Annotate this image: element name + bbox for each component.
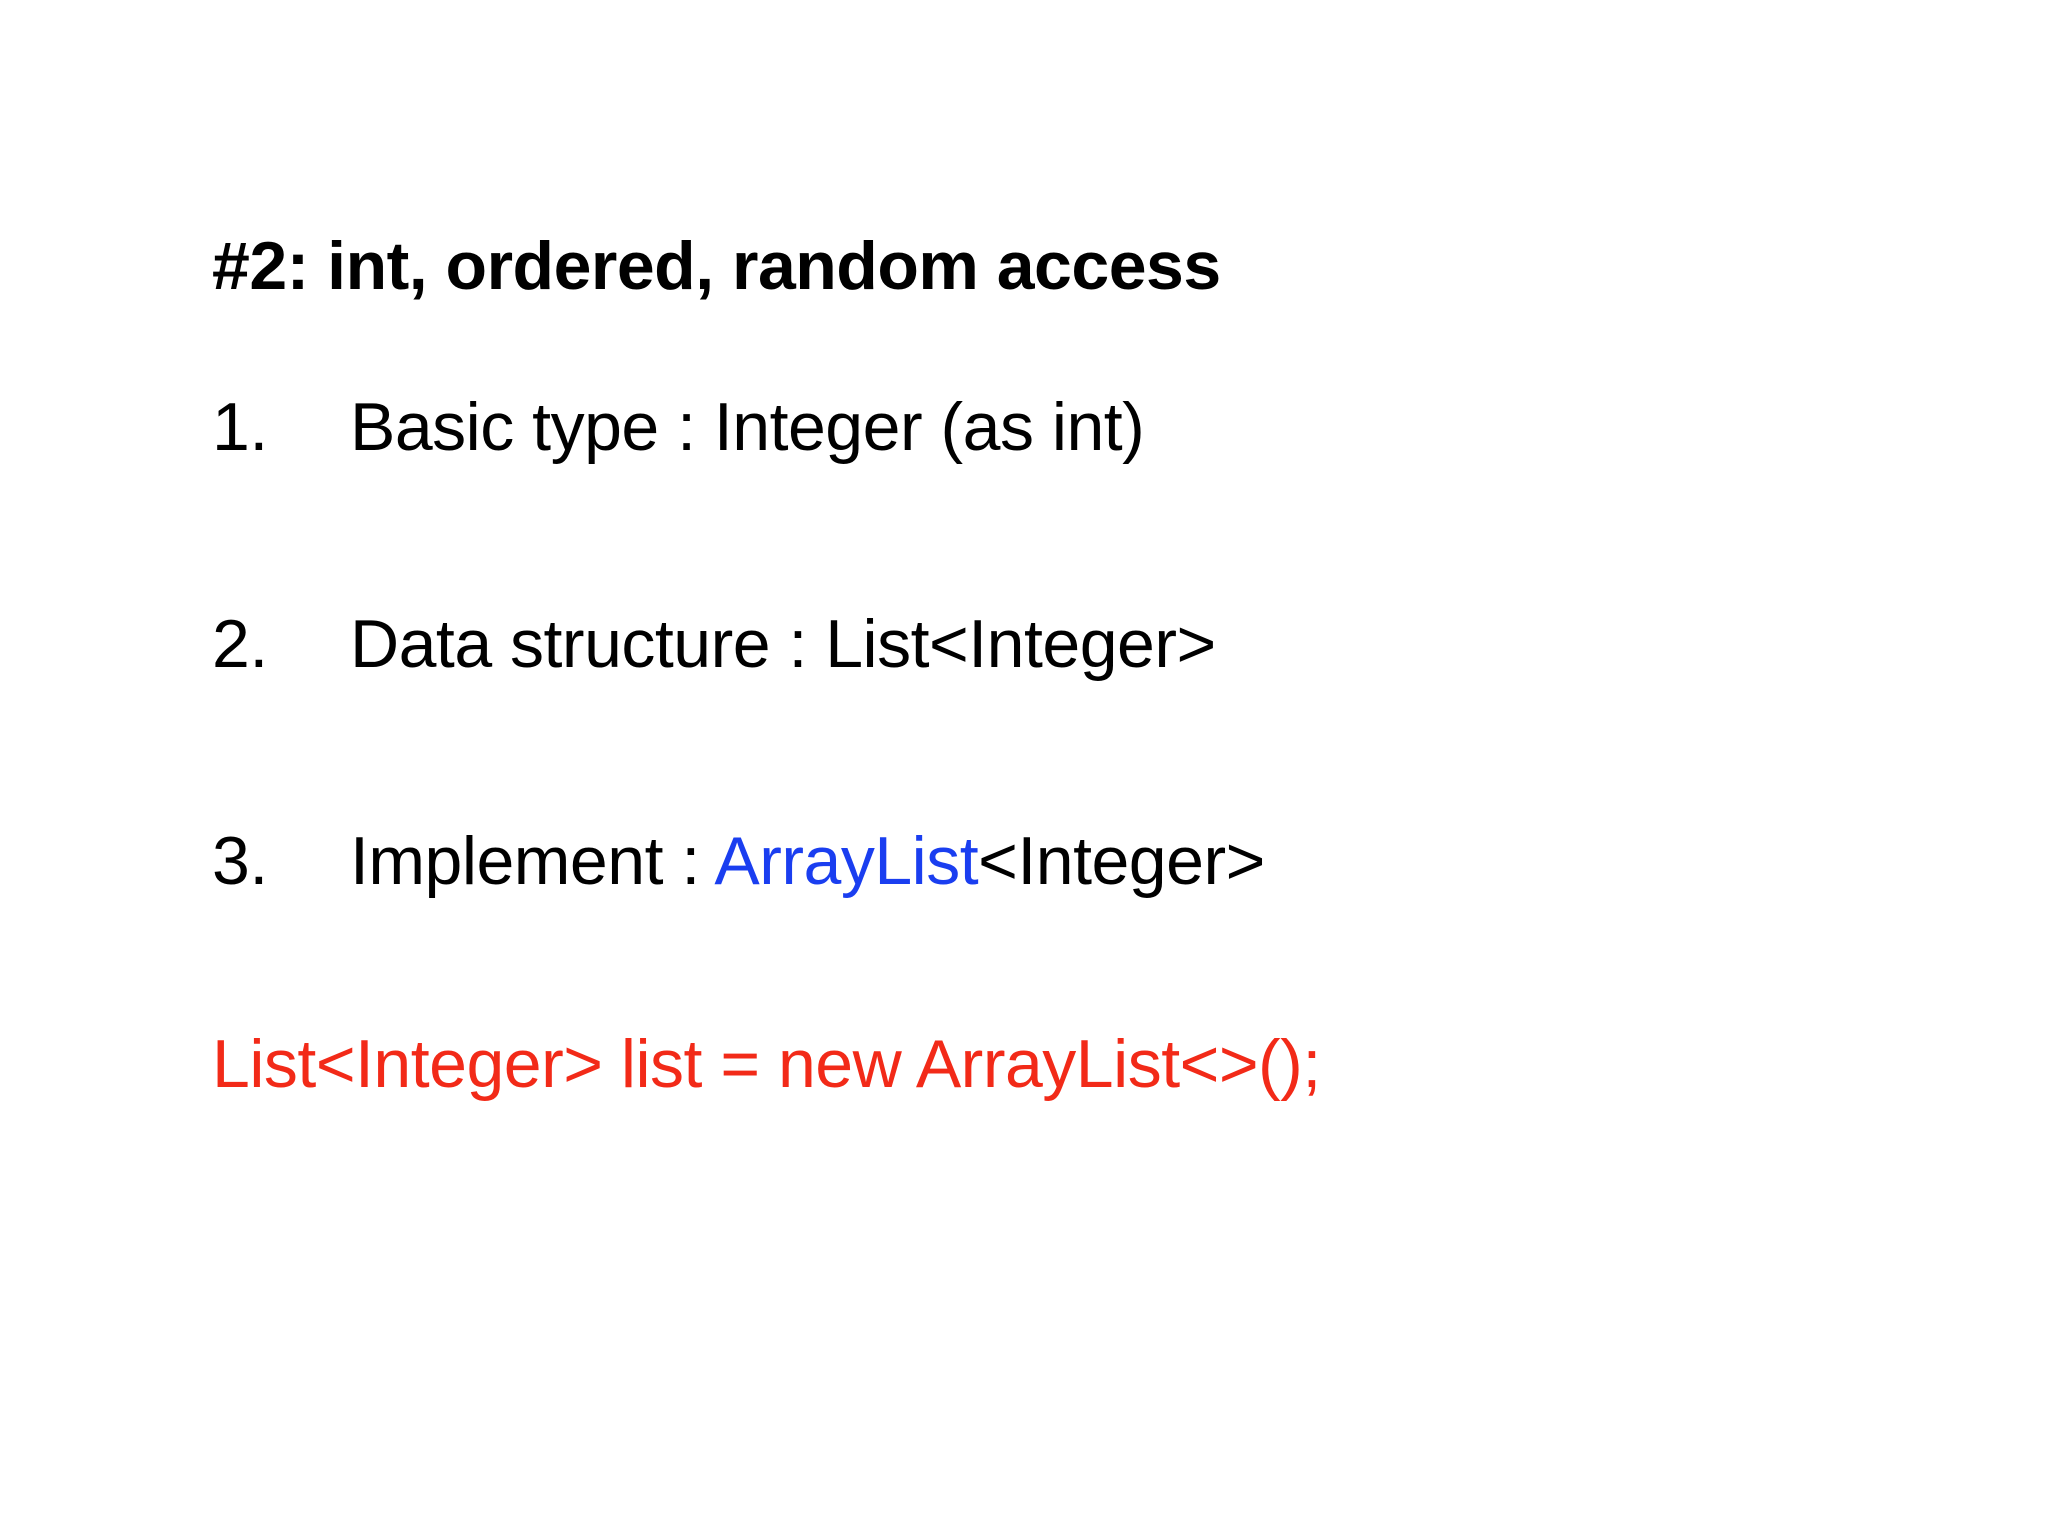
list-item-marker: 3. — [212, 822, 268, 899]
page-title: #2: int, ordered, random access — [212, 228, 1221, 304]
list-item-marker: 2. — [212, 605, 268, 682]
list-item: 1. Basic type : Integer (as int) — [212, 390, 1892, 465]
code-snippet: List<Integer> list = new ArrayList<>(); — [212, 1025, 1321, 1102]
list-item-label-suffix: <Integer> — [978, 822, 1265, 899]
list-item-marker: 1. — [212, 389, 268, 466]
list-item: 2. Data structure : List<Integer> — [212, 607, 1892, 682]
list-item-label: Basic type : Integer (as int) — [350, 389, 1145, 466]
slide-content: #2: int, ordered, random access 1. Basic… — [212, 228, 1892, 1101]
list-item-label-highlight: ArrayList — [714, 822, 979, 899]
list-item-label: Data structure : List<Integer> — [350, 605, 1216, 682]
list-item-label-prefix: Implement : — [350, 822, 715, 899]
numbered-list: 1. Basic type : Integer (as int) 2. Data… — [212, 390, 1892, 898]
list-item: 3. Implement : ArrayList<Integer> — [212, 822, 1892, 899]
